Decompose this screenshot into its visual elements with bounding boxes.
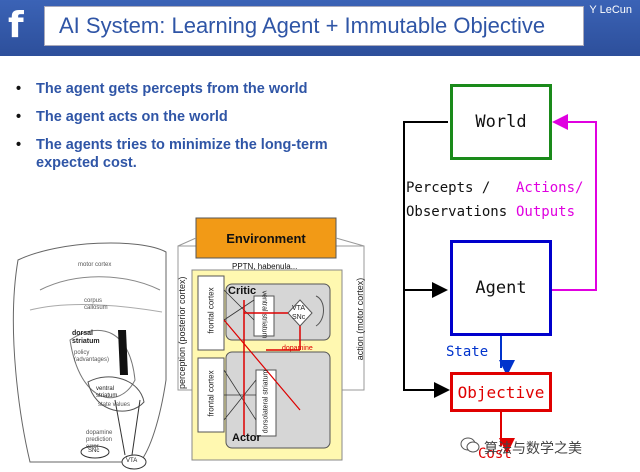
connection-line <box>223 289 255 321</box>
ventral-striatum-label: ventral striatum <box>96 386 118 399</box>
brain-outline <box>12 242 167 463</box>
wechat-logo-icon <box>460 437 480 453</box>
policy-label: policy (advantages) <box>74 350 110 363</box>
snc-ellipse <box>80 445 110 459</box>
bullet-list: •The agent gets percepts from the world … <box>14 80 384 182</box>
facebook-logo-icon: f <box>8 5 24 46</box>
percepts-label: Percepts / <box>406 180 491 196</box>
ventral-striatum-box <box>253 295 275 337</box>
frontal-cortex-box-2 <box>197 357 225 433</box>
bullet-item: • The agent acts on the world <box>14 108 384 126</box>
state-label: State <box>446 344 489 360</box>
ventricle-shape <box>118 330 128 375</box>
critic-label: Critic <box>228 285 257 297</box>
bullet-item: • The agent gets percepts from the world <box>14 80 384 98</box>
frontal-cortex-box-1 <box>197 275 225 351</box>
author-label: Y LeCun <box>589 4 632 16</box>
watermark-text: 算法与数学之美 <box>484 440 582 456</box>
pointer-line <box>114 399 126 456</box>
title-box: AI System: Learning Agent + Immutable Ob… <box>44 6 584 46</box>
loop-connector <box>177 237 197 247</box>
cost-label: Cost <box>478 446 512 462</box>
actions-arrow <box>552 114 597 291</box>
striatum-outline <box>69 330 136 398</box>
critic-box <box>225 283 331 341</box>
bullet-dot-icon: • <box>16 137 22 153</box>
bullet-item: • The agents tries to minimize the long-t… <box>14 136 384 172</box>
motor-cortex-label: motor cortex <box>78 262 112 268</box>
bullet-dot-icon: • <box>16 109 22 125</box>
header-bar: f AI System: Learning Agent + Immutable … <box>0 0 640 56</box>
vta-ellipse <box>121 454 147 470</box>
bullet-text: The agent gets percepts from the world <box>36 81 308 97</box>
percepts-arrow <box>403 121 450 398</box>
cortex-layer-line <box>39 276 161 291</box>
corpus-callosum-label: corpus callosum <box>84 298 108 311</box>
agent-label: Agent <box>475 278 527 298</box>
loop-connector <box>335 237 365 247</box>
environment-label: Environment <box>226 231 306 246</box>
slide-title: AI System: Learning Agent + Immutable Ob… <box>59 13 546 38</box>
dopamine-error-label: dopamine prediction error <box>86 430 113 450</box>
world-box: World <box>450 84 552 160</box>
dopamine-line <box>223 319 301 411</box>
bullet-dot-icon: • <box>16 81 22 97</box>
world-label: World <box>475 112 527 132</box>
bullet-text: The agents tries to minimize the long-te… <box>36 137 328 171</box>
objective-label: Objective <box>457 382 545 402</box>
ventral-striatum-outline <box>87 376 145 412</box>
vta-label: VTA <box>126 458 138 464</box>
dorsal-striatum-label: dorsal striatum <box>72 330 100 345</box>
environment-box <box>195 217 337 259</box>
outputs-label: Outputs <box>516 204 576 220</box>
actor-label: Actor <box>232 432 261 444</box>
observations-label: Observations <box>406 204 508 220</box>
vta-snc-label: VTA SNc <box>292 305 306 321</box>
bullet-text: The agent acts on the world <box>36 109 228 125</box>
state-values-label: state values <box>98 402 131 408</box>
pointer-line <box>131 399 141 456</box>
connection-line <box>223 379 257 421</box>
objective-box: Objective <box>450 372 552 412</box>
dopamine-label: dopamine <box>282 345 313 352</box>
agent-box: Agent <box>450 240 552 336</box>
snc-label: SNc <box>88 448 100 454</box>
connection-line <box>223 299 255 321</box>
self-loop-arrow <box>315 295 324 327</box>
actions-label: Actions/ <box>516 180 584 196</box>
cortex-layer-line <box>29 303 163 313</box>
pptn-label: PPTN, habenula... <box>232 262 298 271</box>
actor-box <box>225 351 331 449</box>
